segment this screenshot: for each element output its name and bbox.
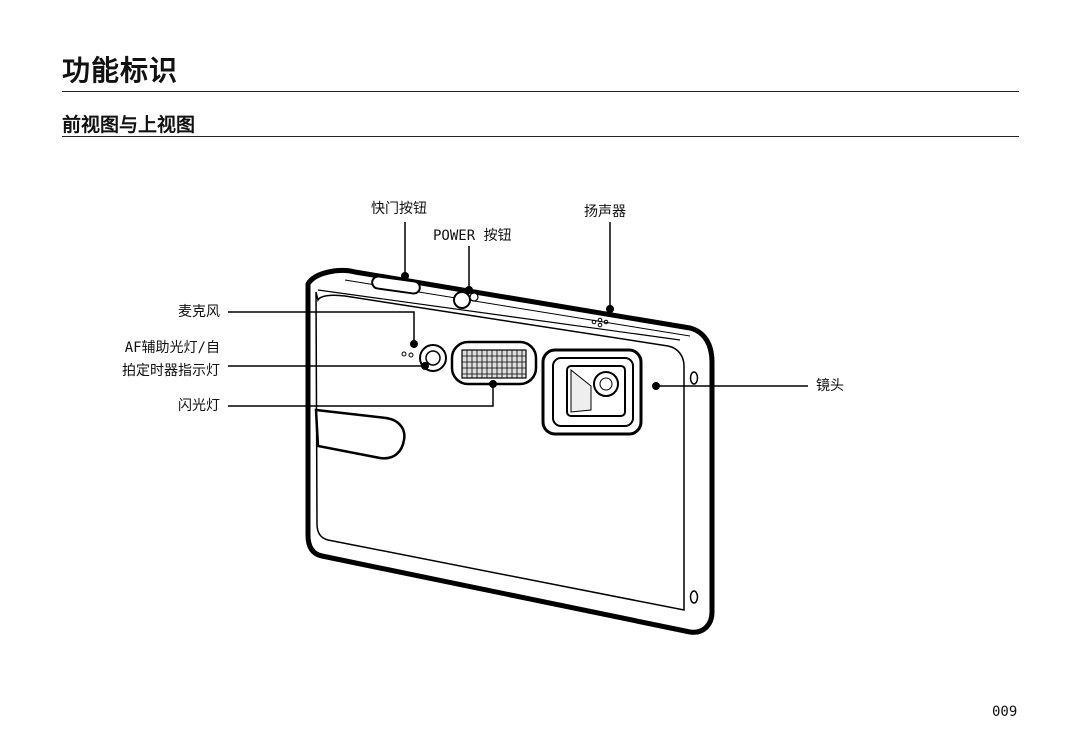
camera-grip <box>314 408 406 460</box>
label-speaker: 扬声器 <box>584 204 626 220</box>
flash-grid <box>461 349 527 379</box>
label-af-lamp-line1: AF辅助光灯/自 <box>124 340 220 356</box>
label-af-lamp-line2: 拍定时器指示灯 <box>122 363 220 379</box>
strap-lug <box>689 371 699 385</box>
label-lens: 镜头 <box>816 378 844 394</box>
callout-lines <box>228 222 808 407</box>
title-divider <box>62 91 1019 92</box>
microphone-holes <box>401 351 407 357</box>
label-shutter-button: 快门按钮 <box>371 201 427 217</box>
page-title: 功能标识 <box>62 54 179 87</box>
label-power-button: POWER 按钮 <box>433 228 512 244</box>
label-flash: 闪光灯 <box>178 398 220 414</box>
power-button <box>453 291 471 309</box>
page-number: 009 <box>992 704 1018 720</box>
label-microphone: 麦克风 <box>178 304 220 320</box>
callout-dots <box>401 272 660 390</box>
section-title: 前视图与上视图 <box>62 114 196 136</box>
speaker-holes <box>591 317 609 328</box>
strap-lug-bottom <box>689 590 699 604</box>
shutter-button <box>371 275 421 295</box>
section-divider <box>62 136 1019 137</box>
